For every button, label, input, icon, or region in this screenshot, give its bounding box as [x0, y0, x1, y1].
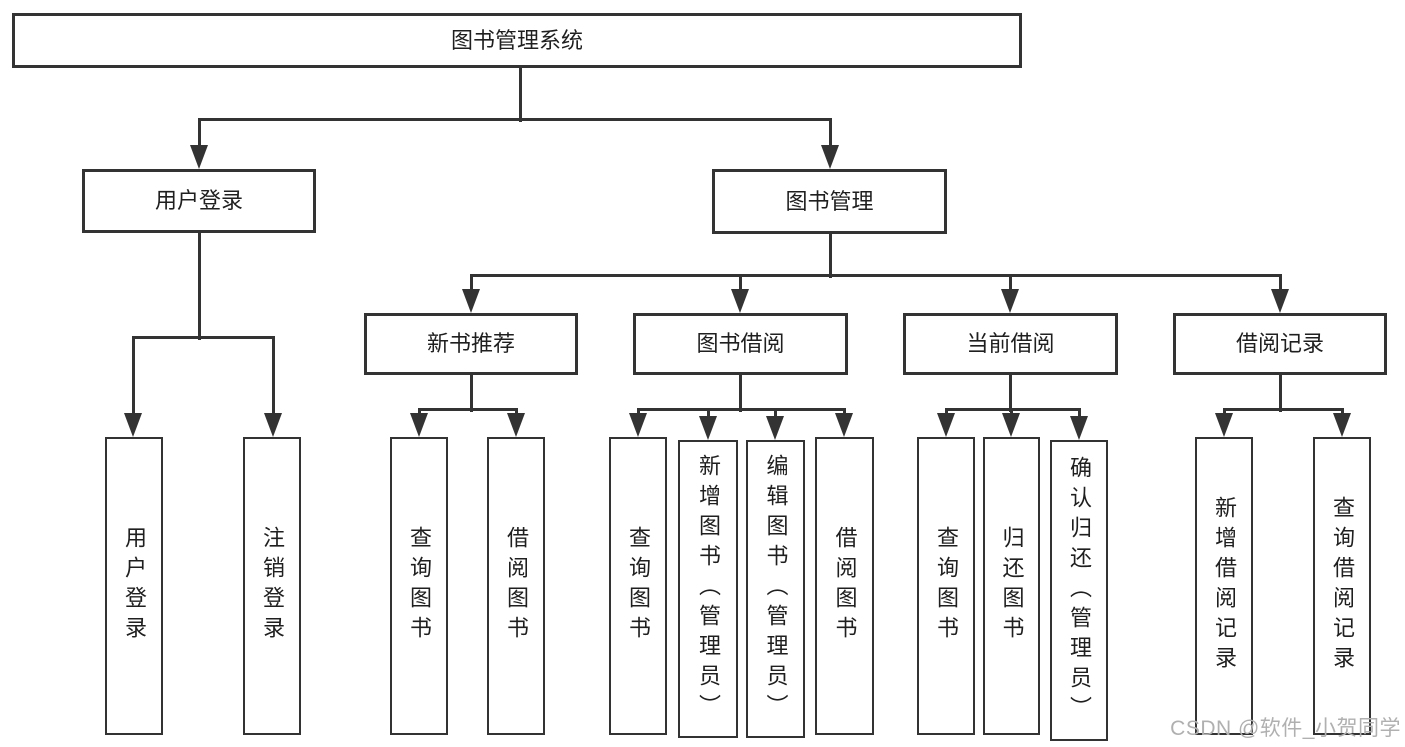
arrow-stem: [944, 408, 948, 417]
node-label: 用户登录: [122, 526, 147, 646]
arrow-down-icon: [1215, 413, 1233, 437]
connector-line: [1222, 408, 1344, 411]
node-rr-add-record: 新增借阅记录: [1195, 437, 1253, 735]
arrow-stem: [197, 118, 201, 149]
connector-line: [1278, 375, 1282, 412]
arrow-stem: [1077, 408, 1081, 420]
arrow-down-icon: [821, 145, 839, 169]
node-book-mgmt: 图书管理: [712, 169, 947, 234]
node-label: 当前借阅: [966, 331, 1055, 356]
arrow-down-icon: [731, 289, 749, 313]
arrow-down-icon: [629, 413, 647, 437]
arrow-stem: [1008, 274, 1012, 293]
arrow-down-icon: [1271, 289, 1289, 313]
arrow-stem: [842, 408, 846, 417]
node-borrow-record: 借阅记录: [1173, 313, 1387, 375]
node-bb-add-book-admin: 新增图书（管理员）: [678, 440, 738, 738]
node-bb-edit-book-admin: 编辑图书（管理员）: [746, 440, 805, 738]
node-label: 查询图书: [626, 526, 651, 646]
arrow-stem: [1340, 408, 1344, 417]
connector-line: [636, 408, 846, 411]
node-label: 确认归还（管理员）: [1067, 455, 1092, 726]
node-rec-borrow-book: 借阅图书: [487, 437, 545, 735]
node-label: 注销登录: [260, 526, 285, 646]
node-label: 借阅图书: [504, 526, 529, 646]
connector-line: [197, 118, 832, 121]
node-book-borrow: 图书借阅: [633, 313, 848, 375]
node-label: 借阅图书: [832, 526, 858, 646]
arrow-stem: [738, 274, 742, 293]
node-root: 图书管理系统: [12, 13, 1022, 68]
arrow-down-icon: [1002, 413, 1020, 437]
connector-line: [131, 336, 275, 339]
arrow-down-icon: [1001, 289, 1019, 313]
arrow-stem: [706, 408, 710, 420]
node-label: 图书管理: [785, 188, 874, 214]
node-label: 查询借阅记录: [1330, 496, 1355, 676]
arrow-stem: [131, 336, 135, 417]
node-bb-query-book: 查询图书: [609, 437, 667, 735]
arrow-down-icon: [124, 413, 142, 437]
node-cb-return-book: 归还图书: [983, 437, 1040, 735]
connector-line: [518, 68, 522, 122]
connector-line: [828, 234, 832, 278]
node-label: 查询图书: [934, 526, 959, 646]
arrow-stem: [514, 408, 518, 417]
arrow-stem: [469, 274, 473, 293]
arrow-stem: [1222, 408, 1226, 417]
connector-line: [197, 233, 201, 340]
node-new-book-rec: 新书推荐: [364, 313, 578, 375]
arrow-down-icon: [1333, 413, 1351, 437]
node-cb-confirm-return-admin: 确认归还（管理员）: [1050, 440, 1108, 741]
node-label: 借阅记录: [1235, 331, 1324, 356]
arrow-down-icon: [462, 289, 480, 313]
node-label: 图书借阅: [696, 331, 785, 356]
arrow-stem: [1009, 408, 1013, 417]
arrow-stem: [828, 118, 832, 149]
connector-line: [417, 408, 518, 411]
node-leaf-user-login: 用户登录: [105, 437, 163, 735]
node-bb-borrow-book: 借阅图书: [815, 437, 874, 735]
arrow-down-icon: [1070, 416, 1088, 440]
connector-line: [1008, 375, 1012, 412]
arrow-down-icon: [699, 416, 717, 440]
arrow-down-icon: [766, 416, 784, 440]
node-cb-query-book: 查询图书: [917, 437, 975, 735]
connector-line: [738, 375, 742, 412]
node-label: 新增借阅记录: [1212, 496, 1237, 676]
node-label: 新增图书（管理员）: [696, 454, 721, 724]
node-label: 用户登录: [154, 188, 243, 213]
node-current-borrow: 当前借阅: [903, 313, 1118, 375]
node-label: 新书推荐: [426, 331, 515, 356]
node-label: 查询图书: [407, 526, 432, 646]
arrow-stem: [1278, 274, 1282, 293]
node-leaf-logout: 注销登录: [243, 437, 301, 735]
node-label: 编辑图书（管理员）: [763, 454, 789, 724]
node-rr-query-record: 查询借阅记录: [1313, 437, 1371, 735]
node-user-login: 用户登录: [82, 169, 316, 233]
connector-line: [469, 274, 1282, 277]
arrow-down-icon: [937, 413, 955, 437]
arrow-down-icon: [410, 413, 428, 437]
arrow-stem: [417, 408, 421, 417]
arrow-stem: [271, 336, 275, 417]
connector-line: [944, 408, 1081, 411]
arrow-down-icon: [835, 413, 853, 437]
node-rec-query-book: 查询图书: [390, 437, 448, 735]
arrow-down-icon: [264, 413, 282, 437]
arrow-stem: [636, 408, 640, 417]
node-label: 归还图书: [999, 526, 1025, 646]
arrow-down-icon: [190, 145, 208, 169]
arrow-down-icon: [507, 413, 525, 437]
node-label: 图书管理系统: [450, 27, 583, 53]
csdn-watermark: CSDN @软件_小贺同学: [1170, 717, 1401, 740]
connector-line: [469, 375, 473, 412]
arrow-stem: [773, 408, 777, 420]
